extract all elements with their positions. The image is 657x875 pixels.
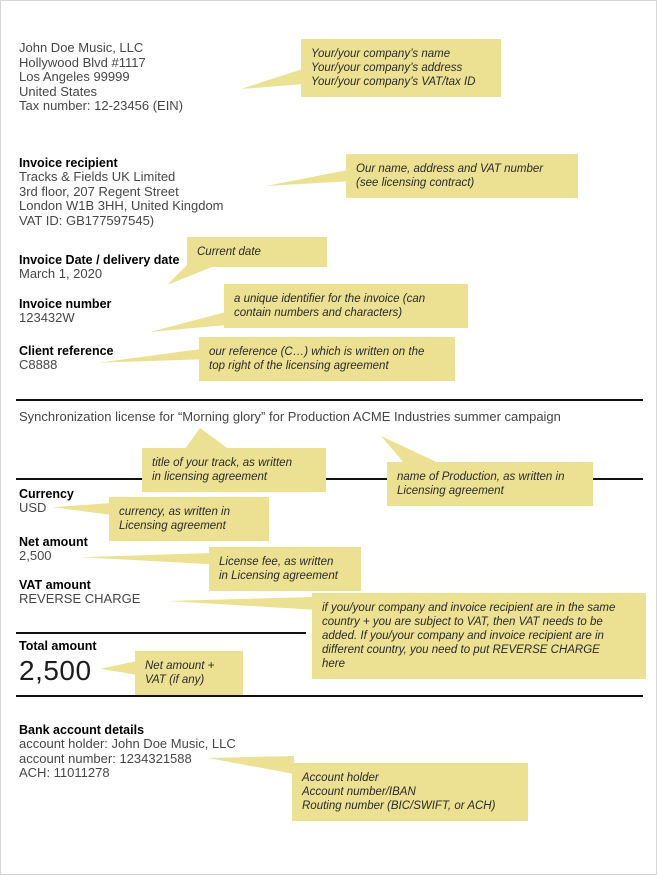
divider-line (16, 632, 306, 634)
callout-recipient-text: Our name, address and VAT number (see li… (356, 163, 544, 189)
vat-amount-label: VAT amount (19, 578, 91, 592)
sender-city: Los Angeles 99999 (19, 69, 130, 84)
vat-amount-value: REVERSE CHARGE (19, 591, 141, 606)
callout-production-name: name of Production, as written in Licens… (381, 436, 593, 506)
sender-country: United States (19, 83, 98, 99)
callout-currency-text: currency, as written in Licensing agreem… (119, 506, 230, 532)
total-amount-block: Total amount 2,500 (19, 639, 97, 686)
recipient-block: Invoice recipient Tracks & Fields UK Lim… (19, 156, 224, 228)
callout-bank-text: Account holder Account number/IBAN Routi… (302, 772, 496, 812)
sender-block: John Doe Music, LLC Hollywood Blvd #1117… (19, 40, 184, 114)
license-description: Synchronization license for “Morning glo… (19, 409, 561, 424)
invoice-number-block: Invoice number 123432W (19, 297, 111, 326)
recipient-heading: Invoice recipient (19, 156, 118, 170)
recipient-name: Tracks & Fields UK Limited (19, 169, 176, 184)
callout-net-amount: License fee, as written in Licensing agr… (81, 547, 361, 591)
callout-total-text: Net amount + VAT (if any) (145, 660, 215, 686)
callout-tail (81, 553, 211, 565)
callout-date-text: Current date (197, 246, 261, 258)
callout-currency: currency, as written in Licensing agreem… (53, 497, 269, 541)
callout-vat-amount: if you/your company and invoice recipien… (168, 593, 646, 679)
invoice-date-block: Invoice Date / delivery date March 1, 20… (19, 253, 180, 282)
recipient-vat-id: VAT ID: GB177597545) (19, 212, 155, 228)
total-amount-label: Total amount (19, 639, 97, 653)
callout-tail (184, 428, 230, 450)
currency-label: Currency (19, 487, 74, 501)
invoice-number-label: Invoice number (19, 297, 112, 311)
callout-track-title: title of your track, as written in licen… (142, 428, 326, 492)
recipient-city: London W1B 3HH, United Kingdom (19, 198, 224, 213)
net-amount-block: Net amount 2,500 (19, 535, 88, 564)
callout-tail (99, 349, 201, 363)
divider-line (16, 399, 643, 401)
client-reference-label: Client reference (19, 344, 114, 358)
callout-tail (101, 661, 137, 675)
client-reference-block: Client reference C8888 (19, 344, 113, 373)
currency-value: USD (19, 500, 47, 515)
bank-account-number: account number: 1234321588 (19, 750, 192, 766)
recipient-address: 3rd floor, 207 Regent Street (19, 183, 179, 199)
divider-line (16, 695, 643, 697)
callout-vat-text: if you/your company and invoice recipien… (322, 602, 616, 670)
callout-number-text: a unique identifier for the invoice (can… (234, 293, 426, 319)
sender-tax-number: Tax number: 12-23456 (EIN) (19, 98, 184, 113)
callout-company-text: Your/your company’s name Your/your compa… (311, 48, 476, 88)
callout-bank-details: Account holder Account number/IBAN Routi… (208, 756, 528, 821)
bank-details-block: Bank account details account holder: Joh… (19, 723, 236, 781)
callout-reference-text: our reference (C…) which is written on t… (209, 346, 425, 372)
callout-net-text: License fee, as written in Licensing agr… (219, 556, 338, 582)
callout-current-date: Current date (167, 237, 327, 285)
invoice-date-value: March 1, 2020 (19, 266, 103, 281)
net-amount-value: 2,500 (19, 548, 52, 563)
callout-tail (381, 436, 441, 464)
client-reference-value: C8888 (19, 357, 58, 372)
callout-invoice-number: a unique identifier for the invoice (can… (150, 284, 468, 332)
callout-client-reference: our reference (C…) which is written on t… (99, 337, 455, 381)
net-amount-label: Net amount (19, 535, 88, 549)
bank-ach-number: ACH: 11011278 (19, 765, 110, 780)
callout-tail (266, 170, 348, 186)
callout-production-text: name of Production, as written in Licens… (397, 471, 565, 497)
callout-company-info: Your/your company’s name Your/your compa… (241, 39, 501, 97)
callout-tail (241, 69, 303, 89)
bank-account-holder: account holder: John Doe Music, LLC (19, 736, 236, 751)
callout-track-text: title of your track, as written in licen… (152, 457, 292, 483)
vat-amount-block: VAT amount REVERSE CHARGE (19, 578, 140, 607)
divider-line (16, 478, 643, 480)
bank-details-heading: Bank account details (19, 723, 145, 737)
sender-address: Hollywood Blvd #1117 (19, 54, 146, 70)
callout-tail (168, 597, 314, 610)
invoice-date-label: Invoice Date / delivery date (19, 253, 180, 267)
callout-total-amount: Net amount + VAT (if any) (101, 651, 243, 695)
callout-tail (53, 503, 111, 515)
callout-recipient-info: Our name, address and VAT number (see li… (266, 154, 578, 198)
invoice-number-value: 123432W (19, 310, 75, 325)
total-amount-value: 2,500 (19, 655, 92, 686)
currency-block: Currency USD (19, 487, 74, 516)
callout-tail (150, 312, 226, 332)
sender-name: John Doe Music, LLC (19, 40, 144, 55)
